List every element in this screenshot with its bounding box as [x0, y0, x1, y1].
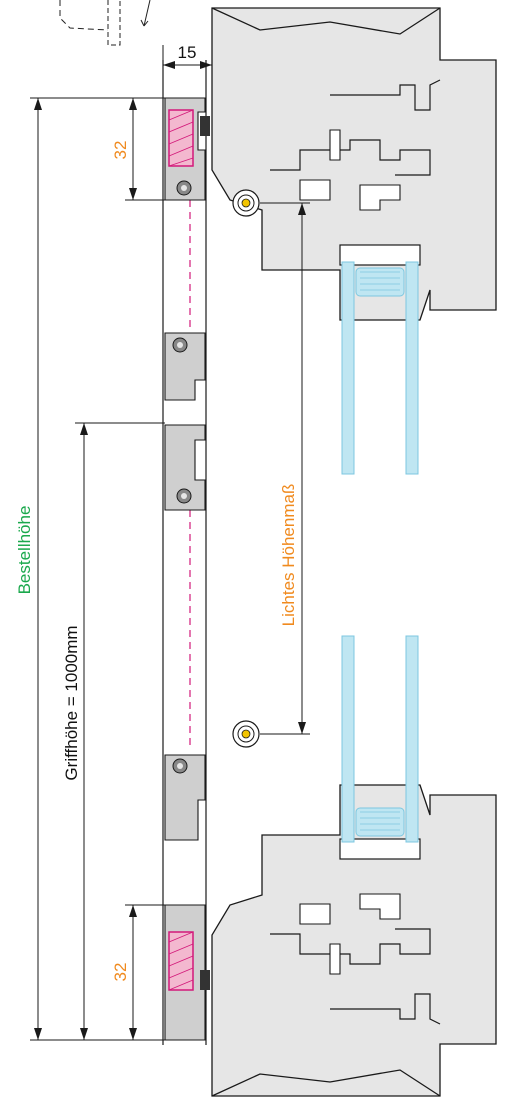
handle-height-label: Griffhöhe = 1000mm	[62, 625, 81, 780]
glazing-upper	[339, 244, 421, 475]
order-height-label: Bestellhöhe	[15, 506, 34, 595]
screen-frame	[162, 60, 210, 1045]
screw-pivot-icon	[232, 720, 260, 748]
dim-15-label: 15	[178, 43, 197, 62]
top-detail-dashed	[59, 0, 151, 46]
dim-32-bottom-label: 32	[111, 963, 130, 982]
dim-32-top-label: 32	[111, 141, 130, 160]
lower-window-frame	[211, 784, 497, 1097]
dimension-lines	[30, 45, 310, 1041]
upper-window-frame	[211, 7, 497, 321]
clear-height-label: Lichtes Höhenmaß	[279, 484, 298, 627]
glazing-lower	[339, 635, 421, 860]
screw-pivot-icon	[232, 189, 260, 217]
dimension-arrows	[34, 61, 306, 1040]
